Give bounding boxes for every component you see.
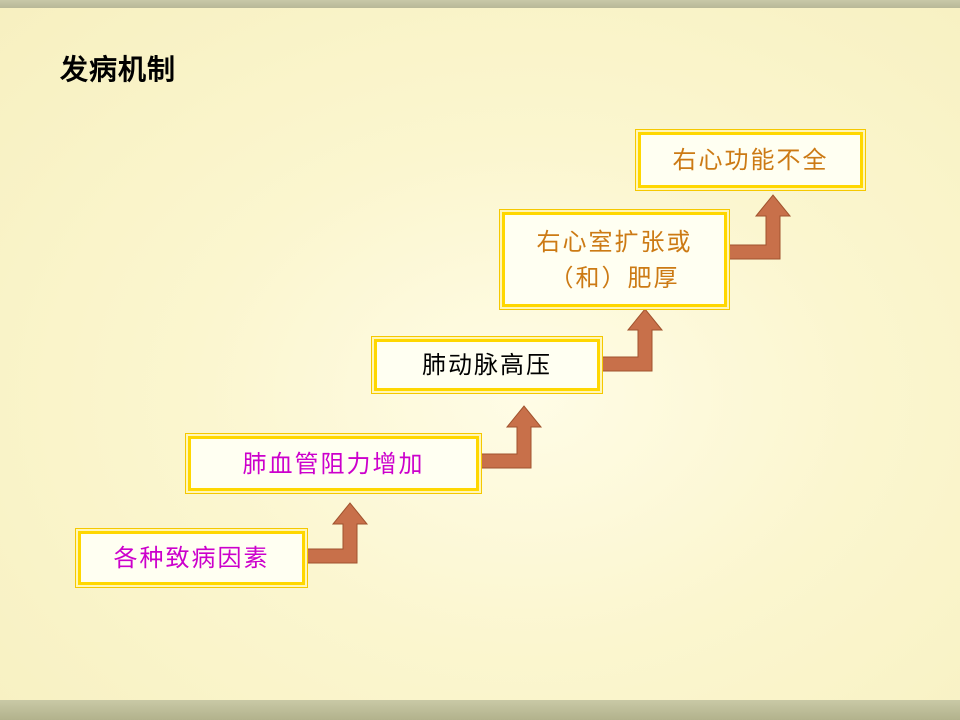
top-bar	[0, 0, 960, 8]
step-box-4: 右心室扩张或 （和）肥厚	[502, 212, 727, 307]
arrow-2-to-3	[478, 405, 543, 469]
arrow-4-to-5	[726, 194, 792, 260]
step-box-5: 右心功能不全	[638, 132, 863, 188]
step-box-3: 肺动脉高压	[374, 339, 600, 391]
arrow-3-to-4	[599, 308, 664, 372]
arrow-1-to-2	[304, 502, 369, 564]
step-label-5: 右心功能不全	[672, 146, 829, 174]
step-box-2: 肺血管阻力增加	[188, 436, 479, 491]
step-label-3: 肺动脉高压	[422, 351, 552, 379]
bottom-bar	[0, 700, 960, 720]
step-label-2: 肺血管阻力增加	[242, 449, 425, 478]
slide-title: 发病机制	[60, 53, 177, 86]
step-label-1: 各种致病因素	[113, 544, 270, 572]
step-label-4: 右心室扩张或 （和）肥厚	[536, 227, 693, 292]
step-box-1: 各种致病因素	[78, 531, 305, 585]
